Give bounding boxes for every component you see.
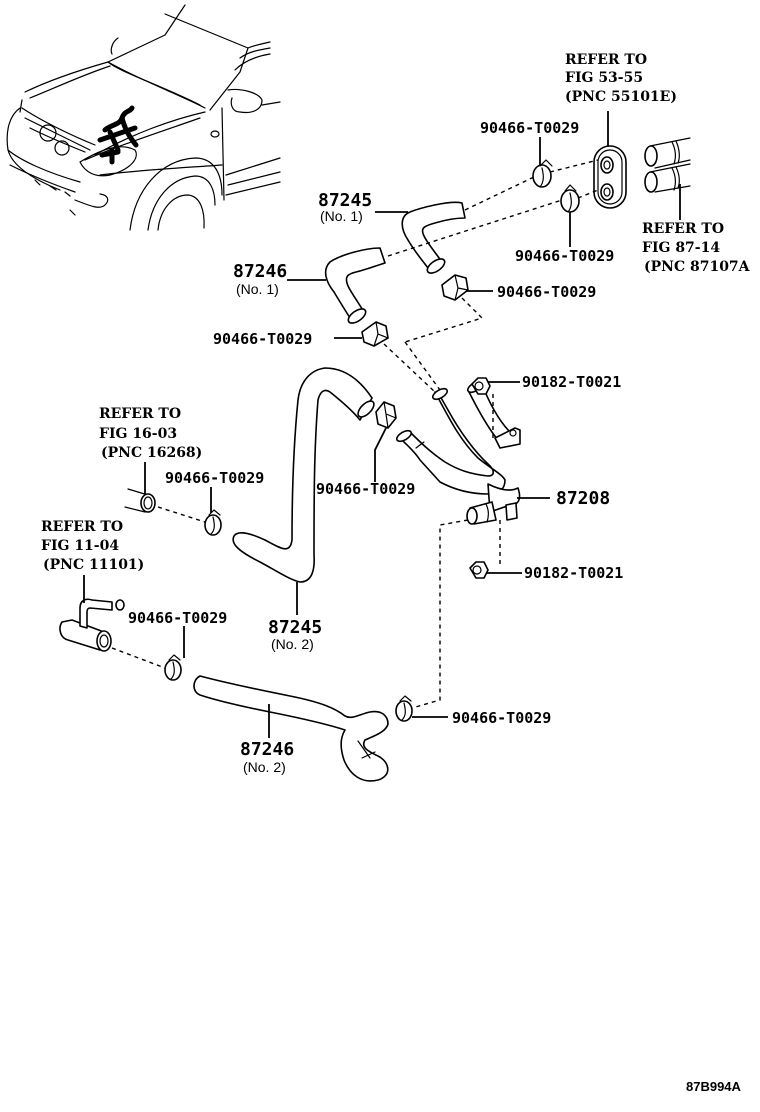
clamp-icons (164, 159, 580, 722)
label-clamp-f: 90466-T0029 (165, 469, 264, 487)
heater-core-pipes (644, 137, 691, 220)
ref-grommet-line1: REFER TO (565, 52, 647, 68)
hose-clamp-icon (204, 509, 222, 536)
label-clamp-a: 90466-T0029 (480, 119, 579, 137)
hose-clamp-icon (395, 695, 413, 722)
label-87245-no2: 87245 (268, 617, 322, 638)
hose-clamp-icon (441, 274, 469, 301)
hose-clamp-icon (532, 159, 553, 188)
label-87245-no1-sub: (No. 1) (320, 208, 363, 224)
callout-labels: REFER TO FIG 53-55 (PNC 55101E) REFER TO… (41, 52, 751, 1094)
label-clamp-e: 90466-T0029 (316, 480, 415, 498)
hose-87246-no2 (193, 675, 389, 782)
vehicle-locator-illustration (6, 4, 281, 231)
hose-clamp-icon (361, 321, 389, 347)
ref-heater-pipes-line1: REFER TO (642, 221, 724, 237)
label-clamp-g: 90466-T0029 (128, 609, 227, 627)
label-87246-no2-sub: (No. 2) (243, 759, 286, 775)
hose-87246-no1 (324, 247, 386, 324)
hose-clamp-icon (164, 654, 182, 681)
label-clamp-b: 90466-T0029 (515, 247, 614, 265)
label-clamp-c: 90466-T0029 (497, 283, 596, 301)
ref-fig16-line1: REFER TO (99, 406, 181, 422)
engine-outlet-pipe (59, 575, 125, 652)
ref-fig16-line2: FIG 16-03 (99, 426, 177, 442)
label-clamp-d: 90466-T0029 (213, 330, 312, 348)
label-nut-bottom: 90182-T0021 (524, 564, 623, 582)
label-87245-no2-sub: (No. 2) (271, 636, 314, 652)
ref-heater-pipes-line3: (PNC 87107A (644, 259, 751, 275)
assembly-lines (111, 159, 599, 709)
label-clamp-h: 90466-T0029 (452, 709, 551, 727)
label-87208: 87208 (556, 488, 610, 509)
label-87245-no1: 87245 (318, 190, 372, 211)
pipe-87208 (395, 380, 521, 525)
nut-icon (469, 561, 489, 579)
hose-clamp-icon (560, 184, 580, 213)
ref-heater-pipes-line2: FIG 87-14 (642, 240, 720, 256)
label-87246-no2: 87246 (240, 739, 294, 760)
ref-grommet-line3: (PNC 55101E) (565, 89, 677, 105)
label-87246-no1-sub: (No. 1) (236, 281, 279, 297)
hose-87245-no1 (401, 201, 466, 274)
water-inlet-pipe (124, 462, 156, 513)
leader-lines (183, 137, 571, 738)
ref-fig11-line2: FIG 11-04 (41, 538, 119, 554)
hose-87245-no2 (232, 367, 375, 583)
label-nut-top: 90182-T0021 (522, 373, 621, 391)
ref-fig11-line1: REFER TO (41, 519, 123, 535)
illustration-code: 87B994A (686, 1079, 742, 1094)
heater-grommet (593, 111, 627, 209)
ref-fig16-line3: (PNC 16268) (101, 445, 202, 461)
ref-grommet-line2: FIG 53-55 (565, 70, 643, 86)
nut-icon (471, 377, 491, 395)
hose-clamp-icon (375, 401, 397, 429)
label-87246-no1: 87246 (233, 261, 287, 282)
ref-fig11-line3: (PNC 11101) (43, 557, 144, 573)
